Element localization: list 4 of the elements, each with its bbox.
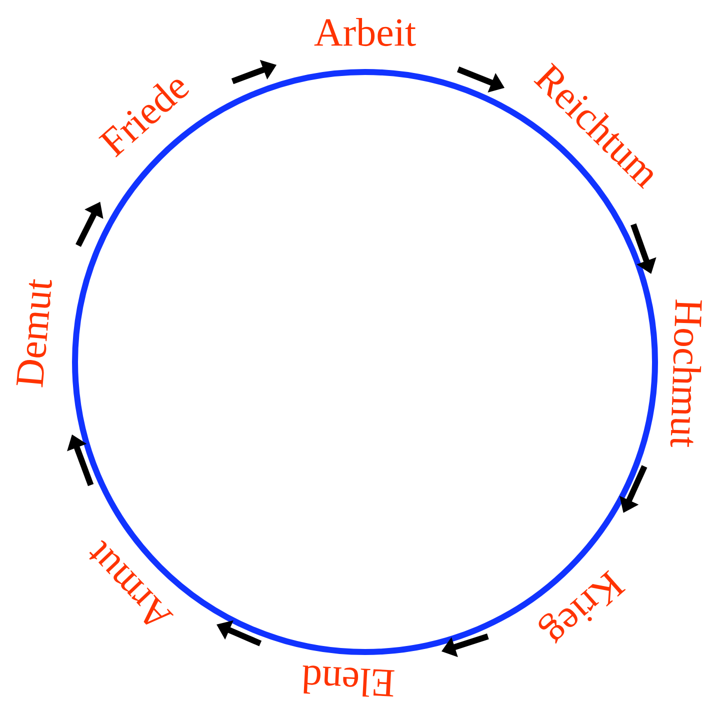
cycle-word: Arbeit bbox=[314, 18, 416, 46]
cycle-word: Demut bbox=[16, 279, 52, 388]
cycle-word: Elend bbox=[302, 666, 394, 697]
cycle-word: Hochmut bbox=[670, 299, 702, 447]
